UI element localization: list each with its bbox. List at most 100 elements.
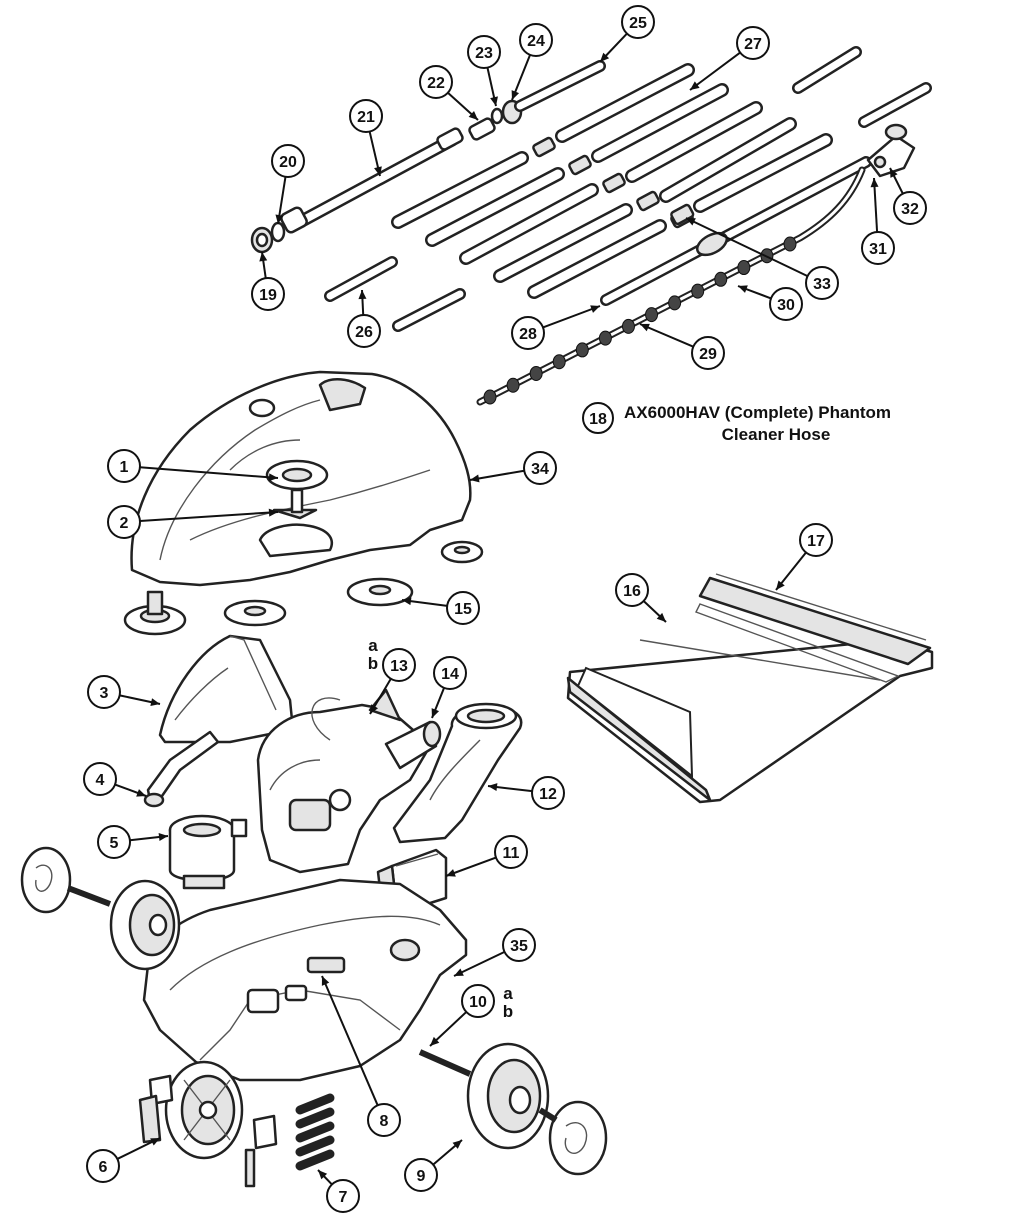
callout-label-3: 3 [100,685,109,702]
callout-14: 14 [433,656,467,690]
hose-float [506,377,520,393]
callout-circle-27 [736,26,770,60]
hose-float [529,365,543,381]
leader-arrowhead-23 [490,96,498,106]
hose-assembly [250,46,932,406]
leader-arrowhead-4 [136,789,146,797]
callout-label-20: 20 [279,154,297,171]
caps-15 [123,540,484,636]
hose-floats [483,236,797,405]
leader-line-34 [469,469,525,481]
callout-circle-30 [769,287,803,321]
hose-float [668,295,682,311]
callout-circle-12 [531,776,565,810]
callout-label-35: 35 [510,938,528,955]
callout-circle-29 [691,336,725,370]
callout-31: 31 [861,231,895,265]
o-ring-23 [490,107,504,125]
callout-circle-17 [799,523,833,557]
callout-3: 3 [87,675,121,709]
leader-line-2 [139,511,279,522]
callout-19: 19 [251,277,285,311]
leader-arrowhead-31 [870,178,879,188]
callout-circle-24 [519,23,553,57]
swivel-valve-31-32 [866,123,916,178]
callout-28: 28 [511,316,545,350]
callout-20: 20 [271,144,305,178]
nut-19 [250,226,274,254]
pins-7 [295,1093,335,1171]
leader-arrowhead-19 [259,252,268,262]
callout-label-1: 1 [120,459,129,476]
callout-circle-2 [107,505,141,539]
leader-arrowhead-24 [511,90,520,100]
leader-arrowhead-32 [890,168,898,178]
callout-circle-21 [349,99,383,133]
callout-label-12: 12 [539,786,557,803]
callout-label-22: 22 [427,75,445,92]
washer-20 [270,221,286,243]
callout-1: 1 [107,449,141,483]
leader-arrowhead-9 [452,1140,462,1149]
callout-circle-13 [382,648,416,682]
callout-circle-32 [893,191,927,225]
hose-sections-27 [391,63,833,299]
callout-circle-9 [404,1158,438,1192]
left-rear-wheel [109,879,181,971]
leader-line-31 [873,177,879,233]
swivel-hose-21 [280,127,464,234]
callout-label-17: 17 [807,533,825,550]
callout-circle-25 [621,5,655,39]
pump-assembly-13-14 [256,688,442,874]
leader-arrowhead-29 [640,323,650,332]
callout-label-27: 27 [744,36,762,53]
callout-4: 4 [83,762,117,796]
callout-circle-10 [461,984,495,1018]
callout-10-suffix-a: a [503,984,513,1003]
leader-arrowhead-17 [776,580,785,590]
leader-arrowhead-21 [374,166,382,176]
leader-arrowhead-33 [686,218,696,226]
callout-circle-5 [97,825,131,859]
leader-line-1 [139,466,279,479]
callout-circle-33 [805,266,839,300]
callout-circle-11 [494,835,528,869]
callout-label-19: 19 [259,287,277,304]
callout-11: 11 [494,835,528,869]
leader-arrowhead-6 [150,1138,160,1146]
callout-label-11: 11 [503,845,520,862]
leader-line-8 [321,975,379,1106]
hose-coupler-26 [324,46,932,332]
leader-hose-28 [600,156,872,306]
leader-arrowhead-20 [275,214,284,224]
callout-10-suffix-b: b [503,1002,513,1021]
callout-label-15: 15 [454,601,472,618]
hose-float [483,389,497,405]
callout-label-16: 16 [623,583,641,600]
leader-arrowhead-3 [150,698,160,707]
hose-float [691,283,705,299]
leader-line-35 [453,950,505,977]
callout-circle-35 [502,928,536,962]
callout-circle-23 [467,35,501,69]
motor-5 [168,814,248,890]
hose-float [783,236,797,252]
hose-float [737,260,751,276]
coupler-33 [670,203,695,226]
callout-circle-19 [251,277,285,311]
leader-arrowhead-14 [431,708,440,718]
callout-label-25: 25 [629,15,647,32]
callout-circle-22 [419,65,453,99]
callout-label-26: 26 [355,324,373,341]
callout-label-10: 10 [469,994,487,1011]
hose-float [575,342,589,358]
leader-line-27 [689,51,741,91]
callout-circle-16 [615,573,649,607]
callout-32: 32 [893,191,927,225]
leader-line-28 [542,305,601,329]
leader-arrowhead-5 [158,833,168,841]
callout-5: 5 [97,825,131,859]
